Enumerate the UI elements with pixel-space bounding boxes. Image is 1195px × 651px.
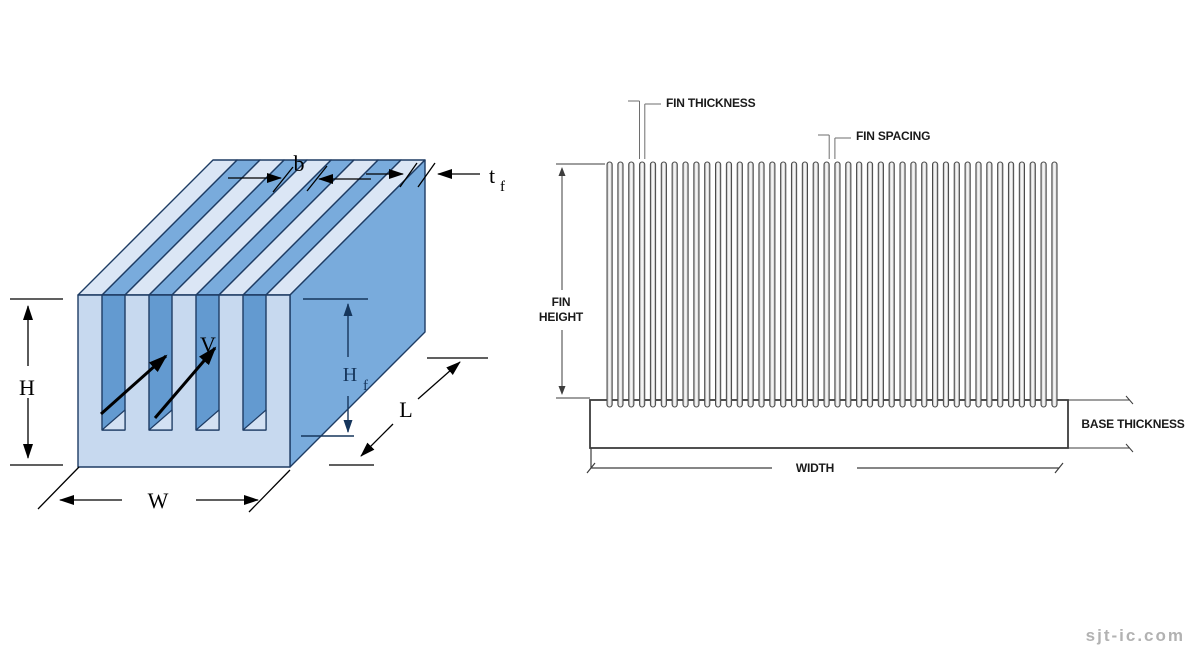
fin	[617, 161, 624, 408]
callout-fin-spacing	[818, 134, 851, 159]
fin	[921, 161, 928, 408]
fin	[942, 161, 950, 408]
label-overall-height: H	[19, 375, 35, 400]
label-width: WIDTH	[796, 461, 834, 475]
label-fin-thickness-sub: f	[500, 179, 505, 195]
fin	[660, 161, 667, 408]
fin	[736, 161, 743, 408]
fin	[866, 161, 874, 408]
channel-floors	[101, 409, 267, 431]
fin	[1051, 161, 1058, 408]
fin	[1040, 161, 1047, 408]
dimension-overall-height	[10, 298, 63, 466]
fin	[780, 161, 787, 408]
label-velocity: V	[200, 332, 216, 357]
fin	[649, 161, 657, 408]
fin	[790, 161, 798, 408]
callout-fin-thickness	[628, 100, 661, 159]
dimension-base-width	[37, 466, 291, 513]
fin	[801, 161, 808, 408]
dimension-flow-length	[329, 357, 488, 466]
fin	[986, 161, 993, 408]
label-fin-height-line2: HEIGHT	[539, 310, 584, 324]
fin	[975, 161, 982, 408]
fin	[910, 161, 917, 408]
fin	[758, 161, 765, 408]
base-plate	[589, 399, 1069, 449]
label-base-width: W	[148, 488, 169, 513]
label-base-thickness: BASE THICKNESS	[1081, 417, 1184, 431]
fin	[725, 161, 733, 408]
isometric-heatsink	[77, 159, 426, 468]
fin	[812, 161, 819, 408]
fin	[747, 161, 754, 408]
fin	[877, 161, 884, 408]
fin	[1018, 161, 1025, 408]
fin	[704, 161, 711, 408]
fin	[823, 161, 830, 408]
fin	[628, 161, 635, 408]
fin	[953, 161, 960, 408]
fin	[845, 161, 852, 408]
fin	[964, 161, 971, 408]
fins-group	[606, 161, 1058, 408]
fin	[671, 161, 678, 408]
fin	[682, 161, 689, 408]
dimension-channel-spacing	[228, 165, 371, 193]
fin	[888, 161, 895, 408]
label-fin-height-sub: f	[363, 378, 368, 394]
fin	[932, 161, 939, 408]
dimension-width	[586, 448, 1064, 474]
label-fin-height-line1: FIN	[552, 295, 571, 309]
label-fin-thickness-base: t	[489, 163, 495, 188]
fin	[606, 161, 613, 408]
fin	[715, 161, 722, 408]
label-fin-height-base: H	[343, 364, 357, 386]
watermark: sjt-ic.com	[1085, 626, 1185, 645]
fin	[693, 161, 700, 408]
label-fin-thickness: FIN THICKNESS	[666, 96, 756, 110]
dimension-fin-height	[556, 163, 605, 399]
fin	[856, 161, 863, 408]
fin	[1007, 161, 1015, 408]
dimension-fin-height-iso	[301, 298, 368, 437]
velocity-arrows	[100, 346, 217, 419]
fin	[639, 161, 646, 408]
label-channel-spacing: b	[294, 151, 305, 176]
label-flow-length: L	[399, 397, 412, 422]
fin	[834, 161, 841, 408]
label-fin-spacing: FIN SPACING	[856, 129, 930, 143]
dimension-fin-thickness-iso	[366, 162, 480, 188]
fin	[1029, 161, 1036, 408]
fin	[997, 161, 1004, 408]
callout-base-thickness	[1068, 395, 1134, 453]
fin	[899, 161, 906, 408]
fin	[769, 161, 776, 408]
